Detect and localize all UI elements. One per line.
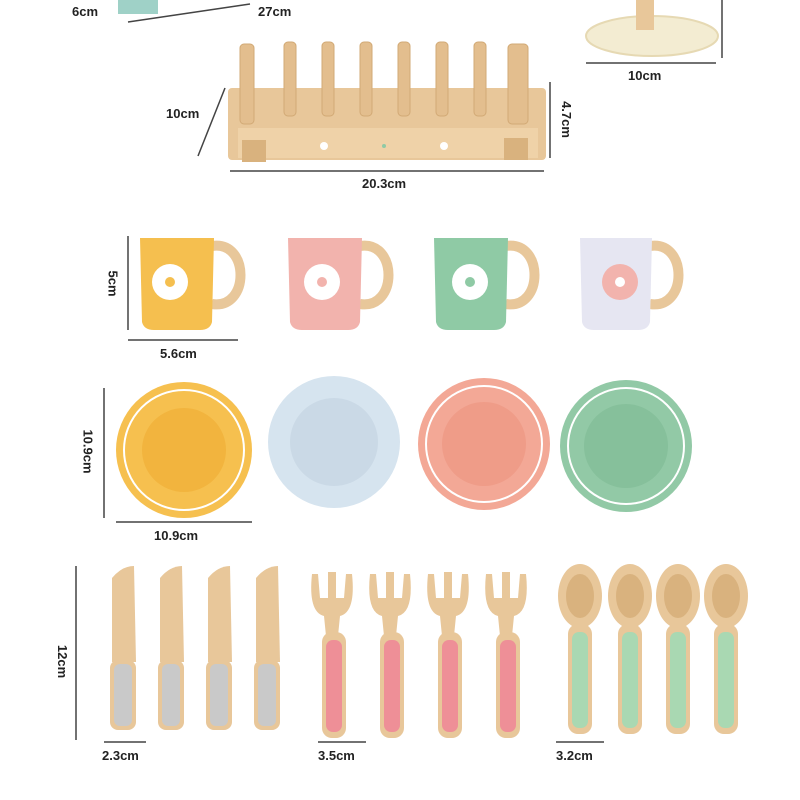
fork-width-label: 3.5cm — [318, 748, 355, 763]
dish-rack — [228, 41, 546, 162]
cup-mint — [434, 238, 540, 330]
box-corner — [118, 0, 158, 14]
plate-blue — [268, 376, 400, 508]
plate-green — [560, 380, 692, 512]
spoon-width-label: 3.2cm — [556, 748, 593, 763]
top-box-width-label: 27cm — [258, 4, 292, 19]
forks — [311, 572, 527, 738]
box-width-line — [127, 3, 251, 23]
knife-width-label: 2.3cm — [102, 748, 139, 763]
rack-height-label: 4.7cm — [558, 101, 574, 138]
stand-post — [636, 0, 654, 30]
knives — [110, 566, 280, 730]
plate-height-label: 10.9cm — [80, 429, 96, 474]
plate-yellow — [116, 382, 252, 518]
rack-depth-line — [197, 87, 226, 157]
cup-yellow — [140, 238, 246, 330]
rack-depth-label: 10cm — [166, 106, 200, 121]
cup-height-label: 5cm — [105, 270, 121, 297]
cup-lavender — [580, 238, 684, 330]
cup-pink — [288, 238, 394, 330]
plate-peach — [418, 378, 550, 510]
stand-width-label: 10cm — [628, 68, 662, 83]
spoons — [558, 564, 748, 734]
utensil-length-label: 12cm — [55, 644, 71, 679]
plate-width-label: 10.9cm — [154, 528, 199, 543]
cup-width-label: 5.6cm — [160, 346, 197, 361]
rack-width-label: 20.3cm — [362, 176, 407, 191]
top-left-height-label: 6cm — [72, 4, 99, 19]
